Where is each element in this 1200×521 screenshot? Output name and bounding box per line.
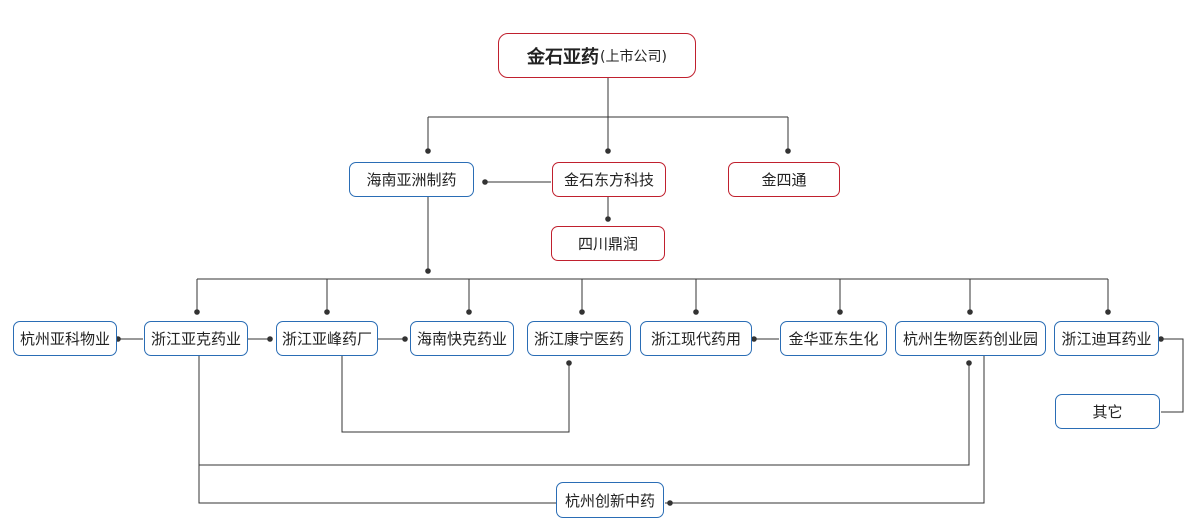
node-label: 其它 <box>1092 403 1123 421</box>
node-label: 杭州生物医药创业园 <box>902 330 1038 348</box>
node-hangzhou-bio-park: 杭州生物医药创业园 <box>895 321 1046 356</box>
node-hangzhou-chuangxin: 杭州创新中药 <box>556 482 664 518</box>
node-label: 海南快克药业 <box>416 330 507 348</box>
node-label: 浙江迪耳药业 <box>1061 330 1152 348</box>
root-note: (上市公司) <box>600 48 667 65</box>
node-hangzhou-yake-wuye: 杭州亚科物业 <box>13 321 117 356</box>
node-label: 杭州创新中药 <box>564 491 655 510</box>
node-label: 浙江亚克药业 <box>150 330 241 348</box>
node-jinshi-dongfang: 金石东方科技 <box>552 162 666 197</box>
node-hainan-kuaike: 海南快克药业 <box>410 321 514 356</box>
node-zhejiang-yafeng: 浙江亚峰药厂 <box>276 321 378 356</box>
root-node-jinshi-yayao: 金石亚药(上市公司) <box>498 33 696 78</box>
node-label: 杭州亚科物业 <box>19 330 110 348</box>
node-sichuan-dingrun: 四川鼎润 <box>551 226 665 261</box>
node-jinhua-yadong: 金华亚东生化 <box>780 321 887 356</box>
node-hainan-yazhou: 海南亚洲制药 <box>349 162 474 197</box>
node-label: 浙江亚峰药厂 <box>281 330 372 348</box>
node-jinsitong: 金四通 <box>728 162 840 197</box>
node-zhejiang-yake: 浙江亚克药业 <box>144 321 248 356</box>
node-label: 金石东方科技 <box>563 171 654 189</box>
node-zhejiang-xiandai: 浙江现代药用 <box>640 321 752 356</box>
node-label: 金四通 <box>761 171 807 189</box>
node-label: 四川鼎润 <box>577 235 638 253</box>
node-zhejiang-kangning: 浙江康宁医药 <box>527 321 631 356</box>
node-zhejiang-dier: 浙江迪耳药业 <box>1054 321 1159 356</box>
node-label: 海南亚洲制药 <box>366 171 457 189</box>
node-others: 其它 <box>1055 394 1160 429</box>
node-label: 金华亚东生化 <box>788 330 879 348</box>
root-name: 金石亚药 <box>527 46 600 68</box>
node-label: 浙江康宁医药 <box>533 330 624 348</box>
node-label: 浙江现代药用 <box>650 330 741 348</box>
